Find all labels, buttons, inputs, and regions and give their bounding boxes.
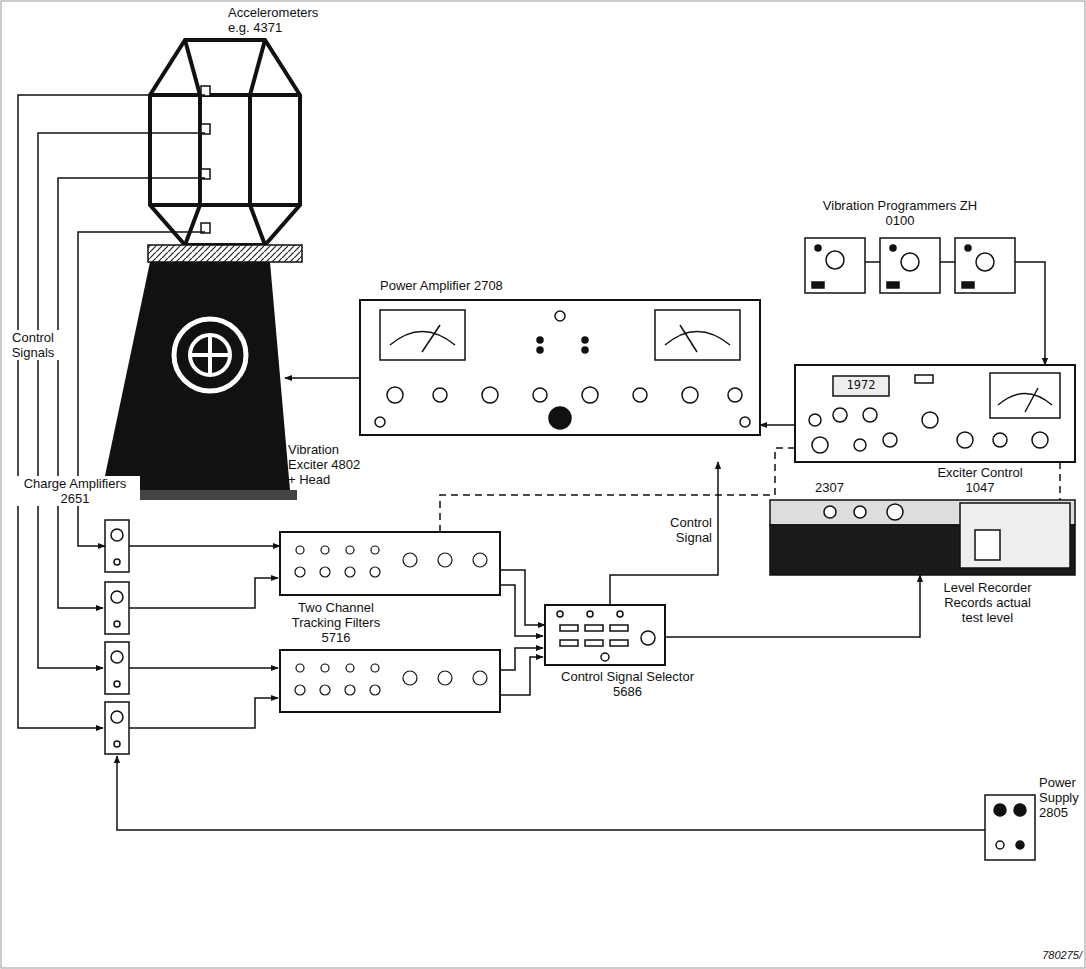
filter-knob: [321, 664, 329, 672]
equipment-label: Charge Amplifiers 2651: [10, 476, 140, 506]
equipment-label: Vibration Exciter 4802 + Head: [288, 442, 370, 487]
filter-knob: [403, 553, 417, 567]
charge-amplifier: [105, 520, 129, 754]
level-recorder-box: 2307Level Recorder Records actual test l…: [770, 500, 1075, 575]
accelerometer-fixture: Accelerometers e.g. 4371: [150, 35, 300, 245]
power-supply: [985, 795, 1035, 860]
signal-wire: [18, 95, 985, 830]
filter-knob: [320, 685, 330, 695]
signal-connector: [610, 462, 718, 605]
equipment-label: Vibration Programmers ZH 0100: [815, 198, 985, 228]
equipment-label: Accelerometers e.g. 4371: [228, 5, 328, 35]
signal-connector: [665, 575, 920, 637]
charge-amplifier-box: Charge Amplifiers 2651: [105, 520, 129, 572]
cage-fixture: [150, 40, 300, 245]
connector-label: Control Signal: [642, 515, 712, 545]
exciter-control-box: Exciter Control 1047: [795, 365, 1075, 462]
equipment-label: Power Supply 2805: [1039, 775, 1083, 820]
filter-knob: [370, 567, 380, 577]
signal-connector: [285, 377, 360, 379]
equipment-label: 2307: [815, 480, 865, 495]
figure-number: 780275/: [1020, 948, 1082, 963]
filter-knob: [346, 546, 354, 554]
programmer-box: Vibration Programmers ZH 0100: [805, 238, 1015, 293]
filter-knob: [320, 567, 330, 577]
vibration-exciter: [95, 245, 302, 500]
power-supply-box: Power Supply 2805: [985, 795, 1035, 860]
filter-knob: [346, 664, 354, 672]
filter-knob: [295, 685, 305, 695]
filter-knob: [370, 685, 380, 695]
filter-knob: [473, 671, 487, 685]
filter-knob: [473, 553, 487, 567]
sync-connector: [440, 448, 795, 532]
filter-knob: [438, 553, 452, 567]
filter-knob: [403, 671, 417, 685]
equipment-label: Level Recorder Records actual test level: [935, 580, 1040, 625]
equipment-label: Control Signal Selector 5686: [550, 669, 705, 699]
equipment-label: Two Channel Tracking Filters 5716: [280, 600, 392, 645]
signal-group-label: Control Signals: [4, 330, 62, 360]
level-recorder: [770, 500, 1075, 575]
filter-knob: [371, 546, 379, 554]
display-readout: 1972: [833, 378, 889, 393]
power-amplifier-box: Power Amplifier 2708: [360, 300, 760, 435]
filter-knob: [345, 567, 355, 577]
power-amplifier: [360, 300, 760, 435]
equipment-label: Exciter Control 1047: [930, 465, 1030, 495]
filter-knob: [296, 664, 304, 672]
filter-knob: [295, 567, 305, 577]
vibration-exciter-box: Vibration Exciter 4802 + Head: [100, 240, 285, 500]
filter-knob: [321, 546, 329, 554]
exciter-control: [795, 365, 1075, 462]
accelerometer-symbol: [201, 86, 210, 233]
selector-box: Control Signal Selector 5686: [545, 605, 665, 665]
sync-connector: [1059, 462, 1061, 500]
signal-connector: [1015, 262, 1045, 365]
equipment-label: Power Amplifier 2708: [380, 278, 600, 293]
control-signal-selector: [545, 605, 665, 665]
signal-connector: [760, 424, 795, 426]
tracking-filter-box: Two Channel Tracking Filters 5716: [280, 532, 500, 595]
vibration-programmer: [805, 238, 1015, 293]
signal-connector: [500, 570, 545, 625]
filter-knob: [345, 685, 355, 695]
filter-knob: [438, 671, 452, 685]
signal-connector: [129, 545, 280, 547]
filter-knob: [371, 664, 379, 672]
filter-knob: [296, 546, 304, 554]
tracking-filter: [280, 532, 500, 712]
